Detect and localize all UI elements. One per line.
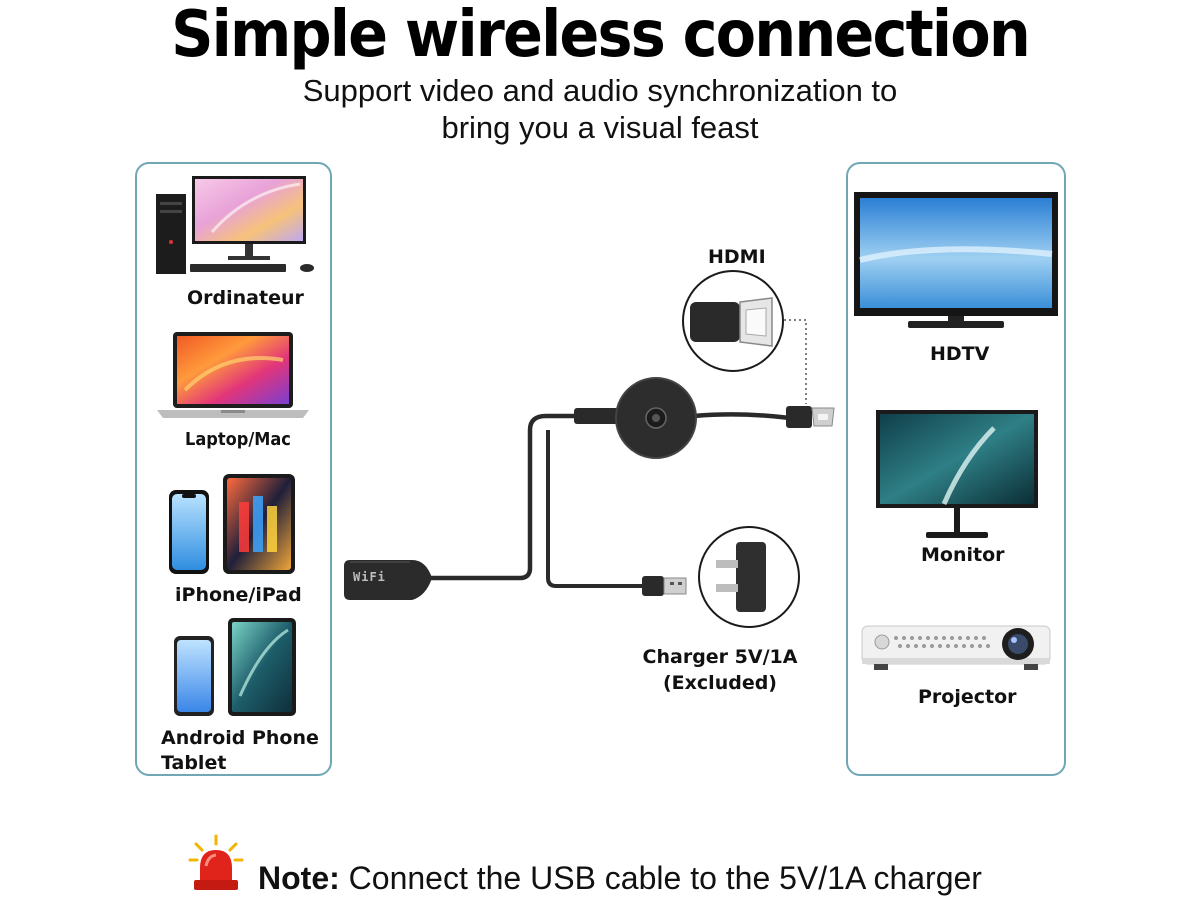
iphone-ipad-icon bbox=[169, 474, 295, 574]
note-prefix: Note: bbox=[258, 860, 340, 896]
hdmi-connector-callout bbox=[682, 270, 784, 372]
desktop-computer-icon bbox=[156, 176, 314, 274]
alarm-light-icon bbox=[188, 834, 244, 890]
wifi-receiver-icon bbox=[344, 560, 432, 600]
wifi-marking: WiFi bbox=[353, 570, 386, 584]
android-phone-tablet-icon bbox=[174, 618, 296, 716]
note-body: Connect the USB cable to the 5V/1A charg… bbox=[339, 860, 982, 896]
hdtv-icon bbox=[854, 192, 1058, 328]
source-label-android-line-2: Tablet bbox=[161, 752, 227, 774]
dongle-icon bbox=[574, 377, 697, 459]
laptop-icon bbox=[157, 332, 309, 418]
hdmi-label: HDMI bbox=[708, 246, 766, 268]
subtitle-line-1: Support video and audio synchronization … bbox=[302, 73, 898, 108]
source-label-ordinateur: Ordinateur bbox=[187, 287, 304, 309]
monitor-icon bbox=[876, 410, 1038, 538]
charger-label-line-2: (Excluded) bbox=[663, 672, 777, 694]
charger-label: Charger 5V/1A (Excluded) bbox=[630, 644, 810, 696]
charger-icon bbox=[698, 526, 800, 628]
note-text: Note: Connect the USB cable to the 5V/1A… bbox=[258, 858, 982, 898]
source-label-laptop: Laptop/Mac bbox=[185, 429, 291, 450]
subtitle: Support video and audio synchronization … bbox=[0, 72, 1200, 146]
hdmi-plug-icon bbox=[786, 406, 835, 428]
usb-plug-icon bbox=[642, 576, 687, 596]
source-label-iphone-ipad: iPhone/iPad bbox=[175, 584, 302, 606]
display-label-projector: Projector bbox=[918, 686, 1017, 708]
subtitle-line-2: bring you a visual feast bbox=[441, 110, 759, 145]
charger-label-line-1: Charger 5V/1A bbox=[642, 646, 798, 668]
page-title: Simple wireless connection bbox=[171, 0, 1031, 72]
projector-icon bbox=[861, 625, 1051, 670]
source-label-android-line-1: Android Phone bbox=[161, 727, 319, 749]
cable-diagram bbox=[430, 319, 807, 588]
display-label-monitor: Monitor bbox=[921, 544, 1005, 566]
display-label-hdtv: HDTV bbox=[930, 343, 990, 365]
source-label-android: Android Phone Tablet bbox=[161, 726, 319, 776]
